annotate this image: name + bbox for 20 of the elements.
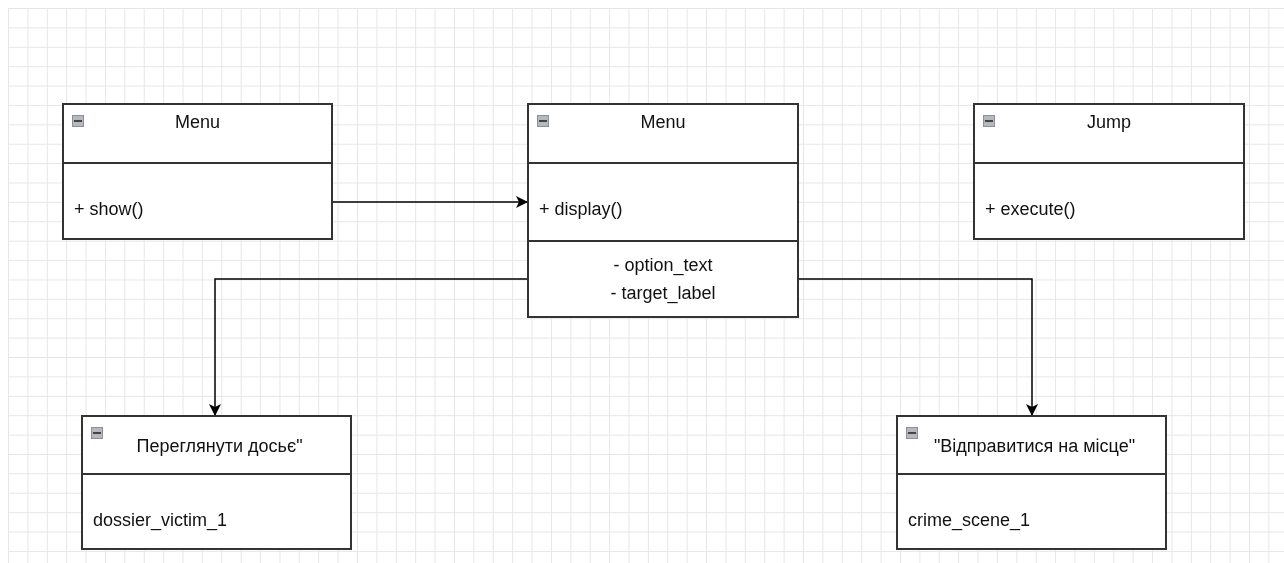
class-name: Menu	[639, 111, 687, 134]
method-text: crime_scene_1	[908, 509, 1031, 533]
class-name: Jump	[1086, 111, 1132, 134]
class-box	[62, 103, 333, 240]
class-box	[527, 103, 799, 318]
class-box	[896, 415, 1167, 550]
attribute-text: - option_text	[613, 254, 713, 278]
class-name: Переглянути досьє"	[135, 435, 304, 458]
method-text: + show()	[74, 198, 144, 221]
arrow	[798, 278, 1038, 416]
method-text: + execute()	[985, 198, 1076, 221]
class-name: Menu	[174, 111, 221, 134]
class-box	[81, 415, 352, 550]
method-text: + display()	[539, 198, 623, 221]
arrow	[209, 278, 528, 416]
method-text: dossier_victim_1	[93, 509, 228, 533]
class-name: "Відправитися на місце"	[932, 435, 1137, 458]
class-box	[973, 103, 1245, 240]
attribute-text: - target_label	[610, 282, 716, 306]
arrow	[332, 196, 528, 208]
